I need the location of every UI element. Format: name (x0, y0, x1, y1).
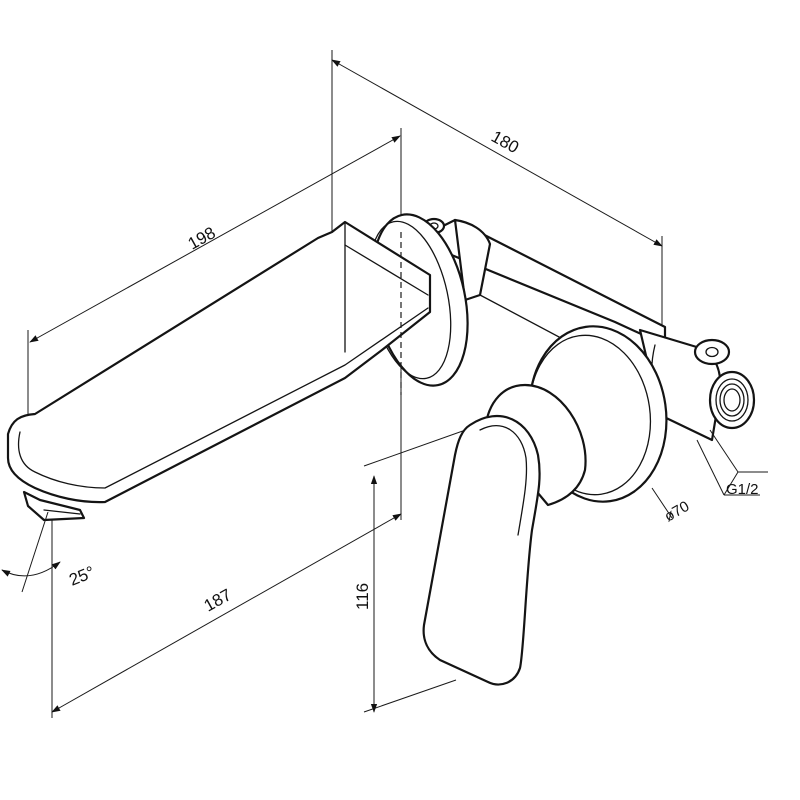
angle-indicator (1, 511, 61, 593)
lever-handle (422, 383, 587, 686)
dimension-line-180 (331, 59, 663, 247)
dimension-line-187 (51, 513, 402, 713)
dimension-label-25deg: 25° (66, 562, 97, 589)
threaded-inlet (708, 370, 756, 430)
spout (6, 220, 432, 504)
dimension-label-116: 116 (353, 583, 372, 610)
dimension-line-198 (29, 135, 401, 343)
dimension-label-198: 198 (185, 223, 219, 253)
leader-lines (651, 429, 768, 519)
dimension-label-180: 180 (488, 127, 522, 157)
dimension-label-flange-diameter: ø70 (662, 498, 693, 526)
mounting-eye (693, 338, 731, 366)
dimension-label-thread: G1/2 (726, 481, 759, 498)
